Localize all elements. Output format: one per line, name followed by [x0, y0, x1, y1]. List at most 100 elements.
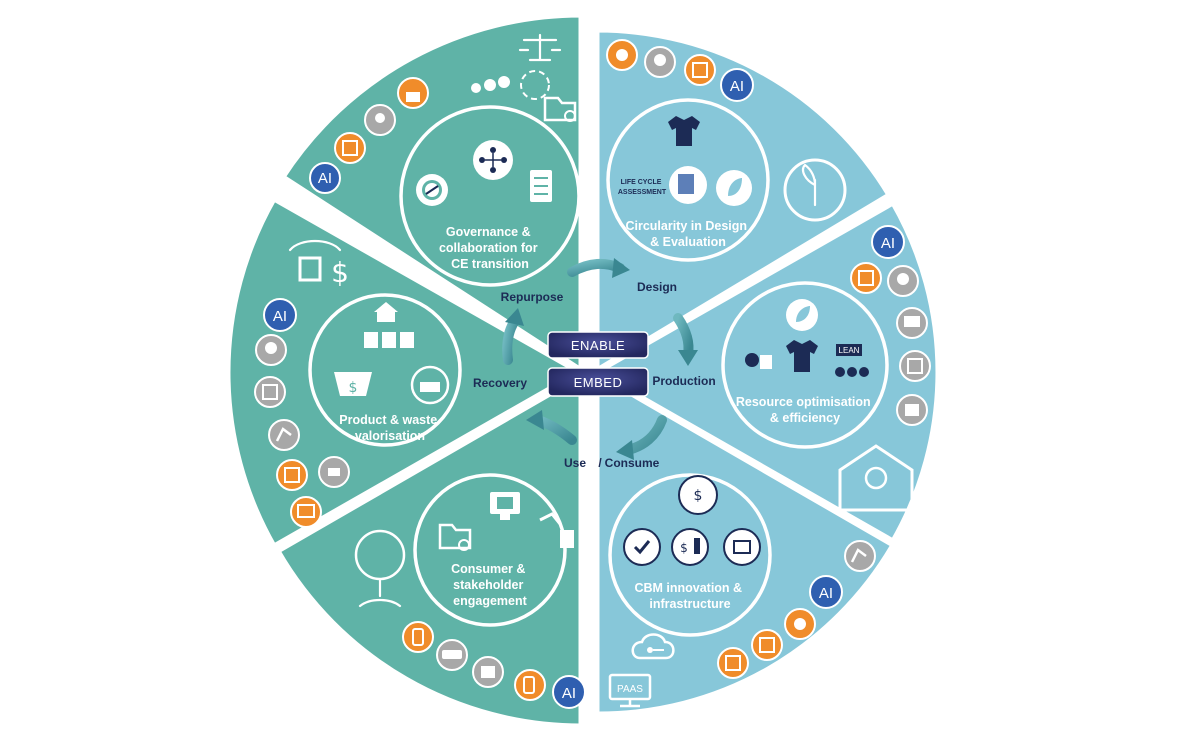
leaf-plug-icon: [786, 299, 818, 331]
svg-text:$: $: [331, 256, 349, 289]
cloud-right-icon: [887, 265, 919, 297]
brain-plant-hand-icon: [354, 529, 406, 608]
drone-icon: [318, 456, 350, 488]
leaf-cycle-icon: [716, 170, 752, 206]
embed-box: EMBED: [547, 367, 649, 397]
lca-label: LIFE CYCLE ASSESSMENT: [618, 179, 667, 196]
chip-money-icon: [717, 647, 749, 679]
process-icon: [745, 353, 772, 369]
phone-icon: [402, 621, 434, 653]
network-hexagon-icon: [784, 608, 816, 640]
svg-text:$: $: [349, 380, 358, 396]
gear-icon: [416, 174, 448, 206]
lean-label: LEAN: [839, 346, 860, 355]
monitor-atom-icon: [896, 307, 928, 339]
processor-left-icon: [254, 376, 286, 408]
resource-label: Resource optimisation & efficiency: [736, 395, 874, 425]
ai-badge-icon: AI: [720, 68, 754, 102]
cloud-network-icon: [644, 46, 676, 78]
money-bottle-icon: $: [671, 528, 709, 566]
stage-production: Production: [652, 374, 715, 388]
robot-arm-left-icon: [268, 419, 300, 451]
svg-text:AI: AI: [318, 170, 332, 187]
arrow-recovery: [502, 308, 524, 365]
laptop-chip-icon: [290, 496, 322, 528]
monitor-book-icon: [490, 492, 520, 520]
tshirt-icon: [668, 116, 700, 146]
robot-arm-icon: [844, 540, 876, 572]
circle-circularity: Circularity in Design & Evaluation LIFE …: [606, 98, 770, 262]
chip-lower-icon: [751, 629, 783, 661]
circle-governance: Governance & collaboration for CE transi…: [399, 105, 581, 287]
cbm-label: CBM innovation & infrastructure: [634, 581, 745, 611]
enable-box: ENABLE: [547, 331, 649, 359]
svg-text:AI: AI: [881, 235, 895, 252]
bin-money-icon: $: [288, 239, 349, 289]
chip-orange-icon: [684, 54, 716, 86]
ai-badge-bottom-icon: AI: [552, 675, 586, 709]
scales-icon: [518, 33, 562, 62]
circle-product: Product & waste valorisation $: [308, 293, 462, 447]
folder-search-icon: [438, 523, 472, 551]
stage-separator: /: [598, 456, 602, 470]
consumer-label: Consumer & stakeholder engagement: [451, 562, 529, 608]
arrow-use: [616, 415, 667, 460]
robot-arm-bin-icon: [539, 512, 574, 548]
cloud-left-icon: [255, 334, 287, 366]
phone-person-icon: [514, 669, 546, 701]
embed-label: EMBED: [574, 375, 623, 390]
box-cycle-icon: [723, 528, 761, 566]
people-network-icon: [364, 104, 396, 136]
tshirt-dark-icon: [786, 340, 818, 372]
chip-brain-icon: [334, 132, 366, 164]
stage-recovery: Recovery: [473, 376, 527, 390]
svg-text:AI: AI: [562, 685, 576, 702]
price-tag-icon: $: [678, 475, 718, 515]
ai-badge-left-icon: AI: [263, 298, 297, 332]
lca-icon: LIFE CYCLE ASSESSMENT: [618, 166, 707, 204]
paas-label: PAAS: [617, 684, 643, 695]
house-bins-icon: [364, 302, 414, 348]
circle-cbm: CBM innovation & infrastructure $ $: [608, 473, 772, 637]
stage-consume: Consume: [605, 456, 660, 470]
unlock-icon: [397, 77, 429, 109]
stage-design: Design: [637, 280, 677, 294]
plant-cycle-icon: [783, 158, 847, 222]
ai-badge-lower-icon: AI: [809, 575, 843, 609]
processor-icon: [899, 350, 931, 382]
arrow-production: [673, 313, 698, 366]
stage-use: Use: [564, 456, 586, 470]
cloud-key-icon: [631, 633, 675, 660]
cart-money-icon: $: [334, 372, 372, 396]
circle-consumer: Consumer & stakeholder engagement: [413, 473, 574, 627]
factory-cycle-icon: [410, 365, 450, 405]
shield-cycle-icon: [623, 528, 661, 566]
chip-left-icon: [276, 459, 308, 491]
svg-text:$: $: [680, 541, 688, 555]
lean-icon: LEAN: [835, 344, 869, 377]
svg-text:$: $: [694, 488, 703, 504]
team-cycle-icon: [471, 70, 550, 100]
bulb-cycle-icon: [838, 444, 914, 512]
ai-text: AI: [730, 78, 744, 95]
svg-text:AI: AI: [273, 308, 287, 325]
vr-glasses-icon: [436, 639, 468, 671]
robot-icon: [472, 656, 504, 688]
ai-law-icon: AI: [309, 162, 341, 194]
enable-label: ENABLE: [571, 338, 625, 353]
circularity-label: Circularity in Design & Evaluation: [625, 219, 750, 249]
governance-label: Governance & collaboration for CE transi…: [439, 225, 541, 271]
stage-repurpose: Repurpose: [501, 290, 564, 304]
circle-resource: Resource optimisation & efficiency LEAN: [721, 281, 889, 449]
arrow-design: [567, 258, 630, 278]
folder-magnify-icon: [543, 96, 577, 122]
checklist-icon: [530, 170, 552, 202]
chip-right-icon: [850, 262, 882, 294]
arrow-consume: [526, 410, 577, 445]
paas-monitor-icon: PAAS: [608, 673, 652, 708]
network-hand-icon: [473, 140, 513, 180]
svg-text:AI: AI: [819, 585, 833, 602]
product-label: Product & waste valorisation: [339, 413, 440, 443]
ai-brain-icon: [606, 39, 638, 71]
